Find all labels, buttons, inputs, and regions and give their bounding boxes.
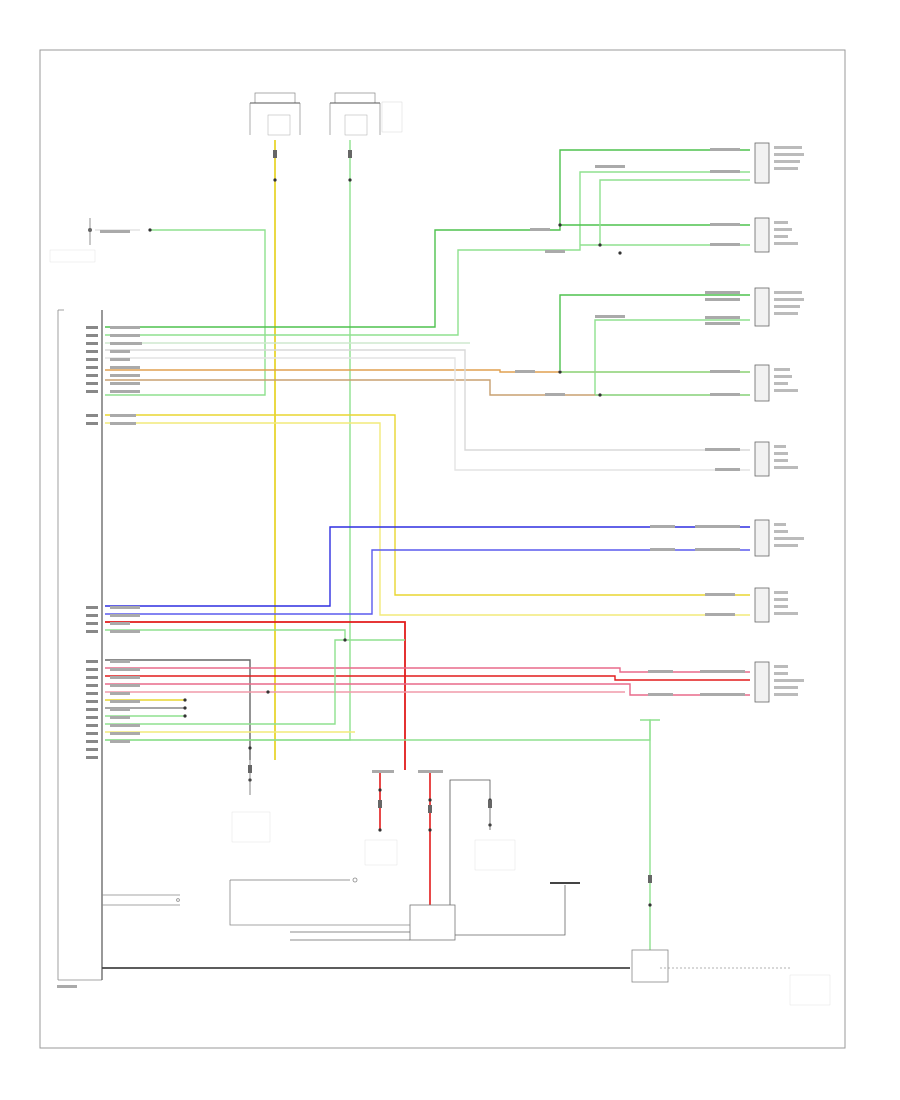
connector-rr — [754, 587, 770, 623]
connector-lr-door — [754, 519, 770, 557]
wire-rf-lg — [594, 319, 750, 395]
wire-lr-white — [105, 349, 750, 451]
wire-gray-lower — [105, 659, 251, 760]
wire-rrd-pink-2 — [105, 683, 750, 696]
inline-connectors — [248, 150, 652, 883]
wires — [102, 140, 790, 969]
wire-rr-yellow — [105, 414, 750, 596]
speaker-connectors — [754, 142, 770, 703]
main-unit-connector — [57, 309, 103, 988]
wire-rrd-pink — [105, 667, 750, 673]
wire-lf-lg-2 — [580, 179, 750, 246]
wire-lrd-blue — [105, 526, 750, 607]
connector-lr — [754, 441, 770, 477]
wire-lf-dg — [105, 149, 750, 328]
splice-points — [148, 178, 652, 907]
wire-rf-tan — [105, 379, 750, 396]
wire-switch-green — [105, 229, 266, 396]
wire-rrd-red — [105, 675, 750, 681]
top-power-sources — [249, 92, 403, 136]
diagram-border — [39, 49, 846, 1049]
connector-rf-door — [754, 364, 770, 402]
connector-lf-door — [754, 217, 770, 253]
wire-tags — [100, 148, 745, 773]
left-top-switch — [49, 218, 140, 263]
wire-lrd-blue-2 — [105, 549, 750, 615]
wire-ant-lg-2 — [105, 719, 660, 741]
wire-red-main — [105, 621, 406, 770]
speaker-labels — [774, 146, 804, 696]
wire-lr-gray — [105, 357, 750, 471]
lower-components — [102, 760, 831, 1006]
connector-rf-tweeter — [754, 287, 770, 327]
connector-rr-door — [754, 661, 770, 703]
wire-ant-lg — [105, 639, 405, 725]
wire-rf-dg — [559, 294, 750, 370]
wire-green-lower — [105, 629, 346, 640]
wire-lf-lg — [105, 171, 750, 336]
connector-lf-tweeter — [754, 142, 770, 184]
wire-rr-pale-yellow — [105, 422, 750, 616]
wire-amp-green — [640, 719, 651, 950]
